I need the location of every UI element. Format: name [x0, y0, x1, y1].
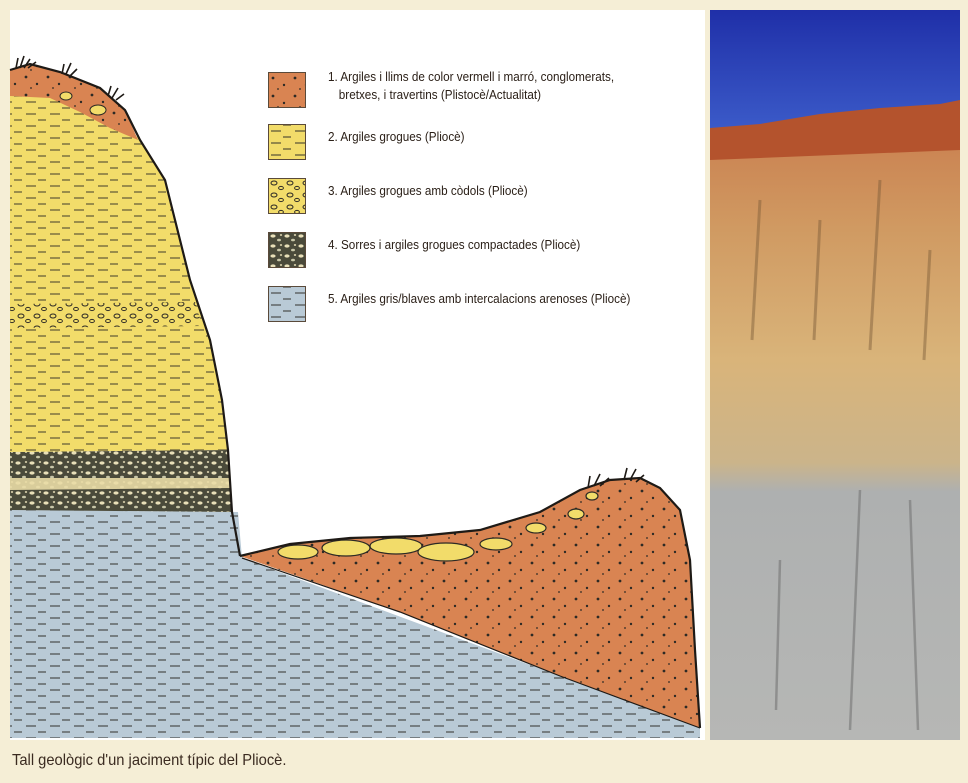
figure-caption: Tall geològic d'un jaciment típic del Pl… — [12, 752, 286, 770]
legend-swatch-compact-sands — [268, 232, 306, 268]
legend-item-4: 4. Sorres i argiles grogues compactades … — [268, 228, 688, 276]
legend-label-2: 2. Argiles grogues (Pliocè) — [328, 128, 652, 146]
legend: 1. Argiles i llims de color vermell i ma… — [268, 68, 688, 308]
legend-swatch-blue-clay — [268, 286, 306, 322]
layer-pebbles — [10, 302, 202, 328]
legend-label-3: 3. Argiles grogues amb còdols (Pliocè) — [328, 182, 652, 200]
legend-label-5: 5. Argiles gris/blaves amb intercalacion… — [328, 290, 652, 308]
legend-item-2: 2. Argiles grogues (Pliocè) — [268, 120, 688, 168]
legend-swatch-red-clay — [268, 72, 306, 108]
legend-swatch-pebbles — [268, 178, 306, 214]
legend-label-4: 4. Sorres i argiles grogues compactades … — [328, 236, 652, 254]
legend-swatch-yellow-clay — [268, 124, 306, 160]
legend-label-1b: bretxes, i travertins (Plistocè/Actualit… — [328, 86, 652, 104]
legend-item-1: 1. Argiles i llims de color vermell i ma… — [268, 68, 688, 116]
legend-item-3: 3. Argiles grogues amb còdols (Pliocè) — [268, 174, 688, 222]
legend-label-1a: 1. Argiles i llims de color vermell i ma… — [328, 68, 652, 86]
legend-item-5: 5. Argiles gris/blaves amb intercalacion… — [268, 282, 688, 330]
